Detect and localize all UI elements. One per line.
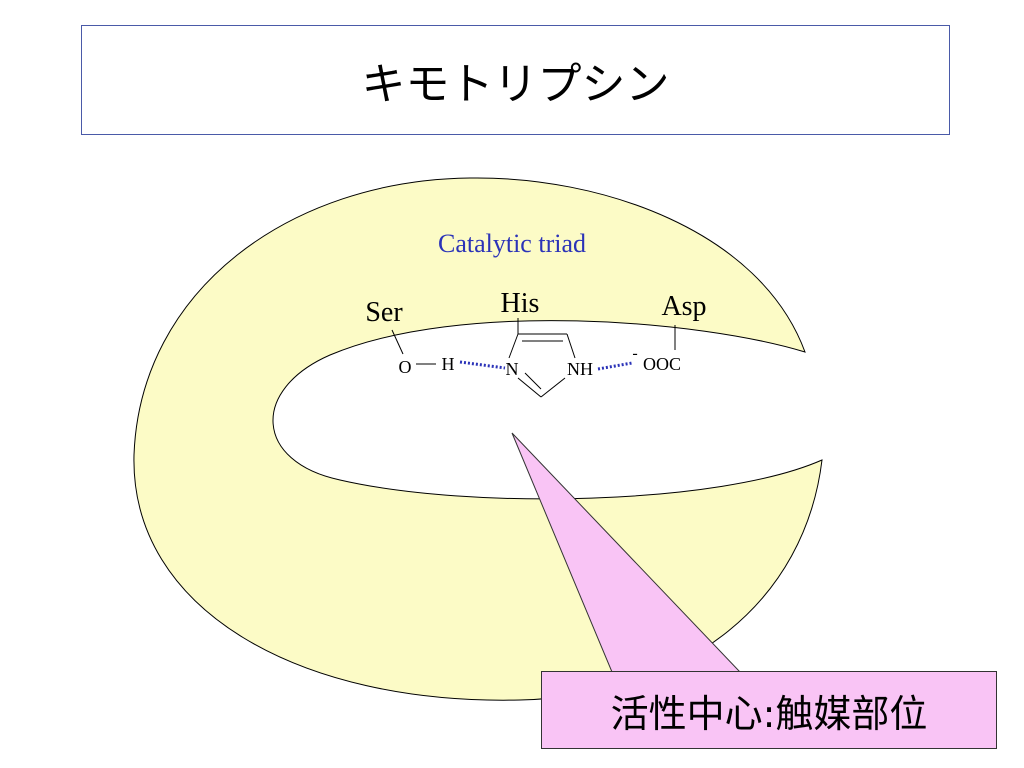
ser-label: Ser xyxy=(365,297,403,328)
ser-oxygen: O xyxy=(399,357,412,377)
catalytic-triad-label: Catalytic triad xyxy=(438,229,586,258)
title-box: キモトリプシン xyxy=(81,25,950,135)
asp-charge: - xyxy=(632,345,637,362)
asp-label: Asp xyxy=(661,291,706,322)
hbond-his-asp xyxy=(597,361,633,371)
page-title: キモトリプシン xyxy=(361,59,670,110)
imidazole-ring xyxy=(508,333,576,398)
asp-ooc: OOC xyxy=(643,354,681,374)
his-nh: NH xyxy=(567,359,593,379)
hbond-ser-his xyxy=(459,360,506,370)
callout-text: 活性中心:触媒部位 xyxy=(610,691,928,736)
ser-bond xyxy=(391,329,404,355)
ser-hydrogen: H xyxy=(442,354,455,374)
active-site-callout: 活性中心:触媒部位 xyxy=(541,671,997,749)
his-n: N xyxy=(506,359,519,379)
his-label: His xyxy=(501,288,540,319)
